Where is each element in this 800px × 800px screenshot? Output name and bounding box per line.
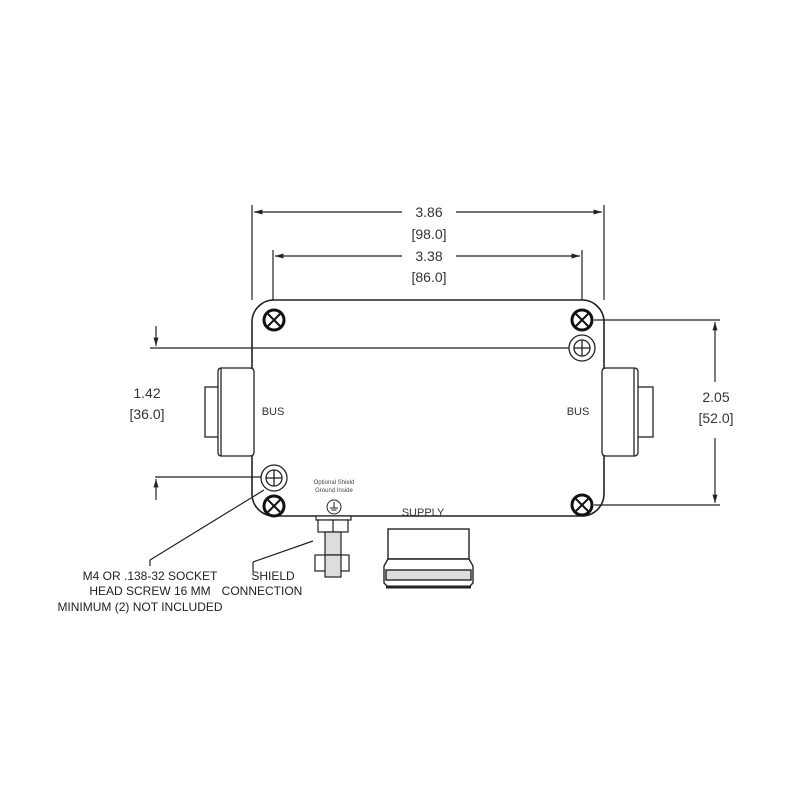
shield-connection-bolt <box>314 515 352 578</box>
screw-note-line3: MINIMUM (2) NOT INCLUDED <box>57 600 222 614</box>
right-height-mm: [52.0] <box>698 410 733 426</box>
screw-icon <box>570 493 594 517</box>
left-height-mm: [36.0] <box>129 406 164 422</box>
mounting-hole-icon <box>260 464 288 492</box>
bus-label-right: BUS <box>567 406 590 418</box>
screw-icon <box>262 494 286 518</box>
shield-note-line1: SHIELD <box>251 569 295 583</box>
right-height-inch: 2.05 <box>702 389 729 405</box>
left-height-dimension <box>150 326 569 500</box>
bus-label-left: BUS <box>262 406 285 418</box>
screw-note-line2: HEAD SCREW 16 MM <box>89 584 210 598</box>
hole-spacing-mm: [86.0] <box>411 269 446 285</box>
screw-callout-leader <box>149 489 265 566</box>
supply-label: SUPPLY <box>402 507 445 519</box>
supply-connector <box>383 528 474 589</box>
enclosure-body <box>251 299 605 517</box>
bus-connector-left <box>204 367 255 457</box>
overall-width-inch: 3.86 <box>415 204 442 220</box>
bus-connector-right <box>601 367 654 457</box>
left-height-inch: 1.42 <box>133 385 160 401</box>
shield-note-line2: CONNECTION <box>222 584 303 598</box>
hole-spacing-inch: 3.38 <box>415 248 442 264</box>
screw-icon <box>570 308 594 332</box>
mounting-hole-icon <box>568 334 596 362</box>
shield-callout-leader <box>252 540 314 572</box>
screw-note-line1: M4 OR .138-32 SOCKET <box>83 569 218 583</box>
ground-icon <box>326 499 342 515</box>
overall-width-mm: [98.0] <box>411 226 446 242</box>
overall-width-dimension <box>251 205 605 305</box>
shield-ground-label-line2: Ground Inside <box>315 488 353 494</box>
right-height-dimension <box>594 319 720 506</box>
screw-icon <box>262 308 286 332</box>
shield-ground-label-line1: Optional Shield <box>314 480 355 486</box>
